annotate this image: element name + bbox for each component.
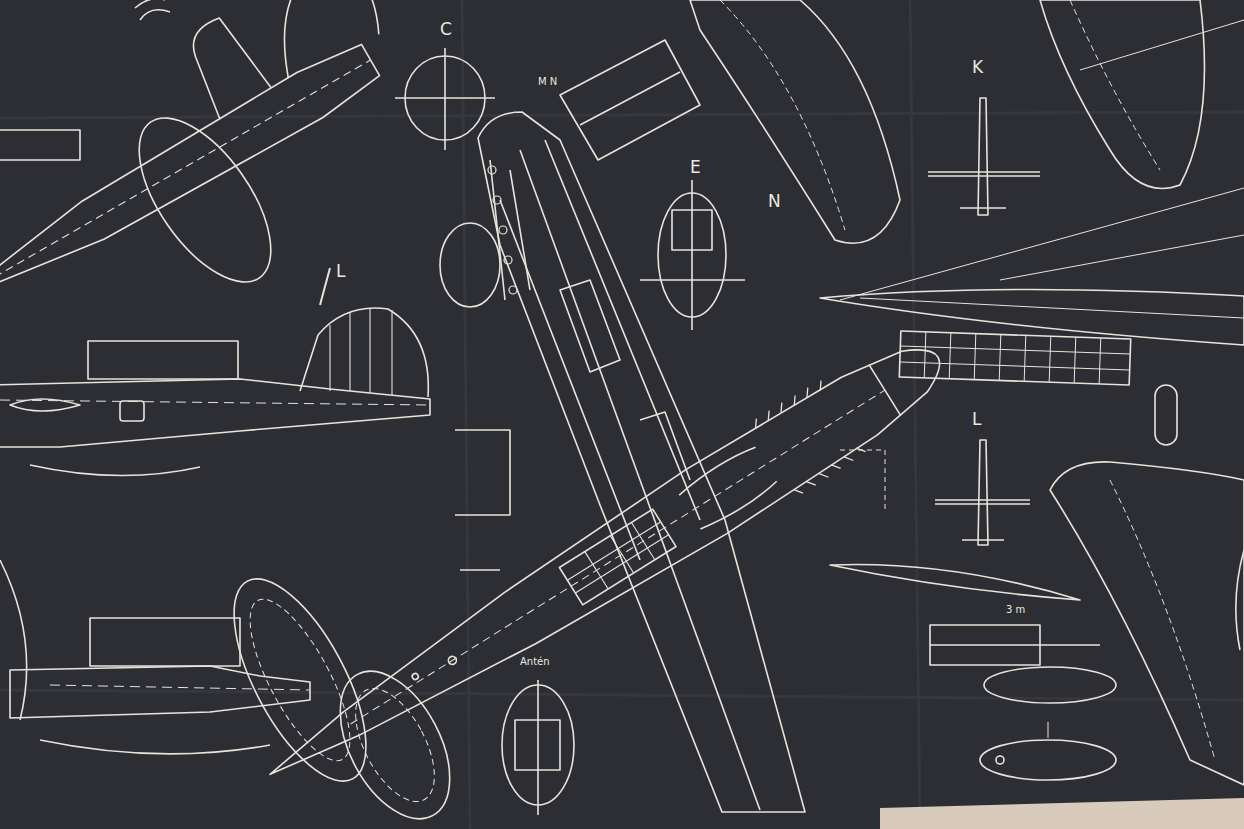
part-label: N bbox=[766, 192, 783, 211]
part-label: L bbox=[334, 262, 347, 281]
plane-silhouette bbox=[928, 98, 1040, 545]
wing-planform bbox=[478, 112, 805, 812]
part-label: K bbox=[970, 58, 985, 77]
part-label: C bbox=[438, 20, 454, 39]
fuselage-plan bbox=[247, 320, 961, 812]
part-label: L bbox=[970, 410, 983, 429]
part-label: Antén bbox=[518, 656, 552, 667]
panel bbox=[0, 130, 80, 160]
part-label: M N bbox=[536, 76, 559, 87]
stabilizer bbox=[208, 560, 473, 829]
cross-section bbox=[395, 48, 745, 815]
detail bbox=[135, 0, 170, 20]
fuselage-profile bbox=[10, 618, 310, 754]
fuselage-side bbox=[820, 188, 1244, 445]
marker-bar bbox=[320, 268, 330, 305]
detail-view bbox=[455, 430, 1116, 780]
stabilizer bbox=[114, 96, 297, 303]
fuselage-profile bbox=[0, 308, 430, 475]
wing-planform bbox=[1040, 0, 1244, 785]
fuselage-plan bbox=[0, 0, 412, 323]
wing-edge bbox=[0, 560, 27, 720]
part-label: E bbox=[688, 158, 703, 177]
wing-section bbox=[560, 0, 900, 243]
part-label: 3 m bbox=[1004, 604, 1027, 615]
